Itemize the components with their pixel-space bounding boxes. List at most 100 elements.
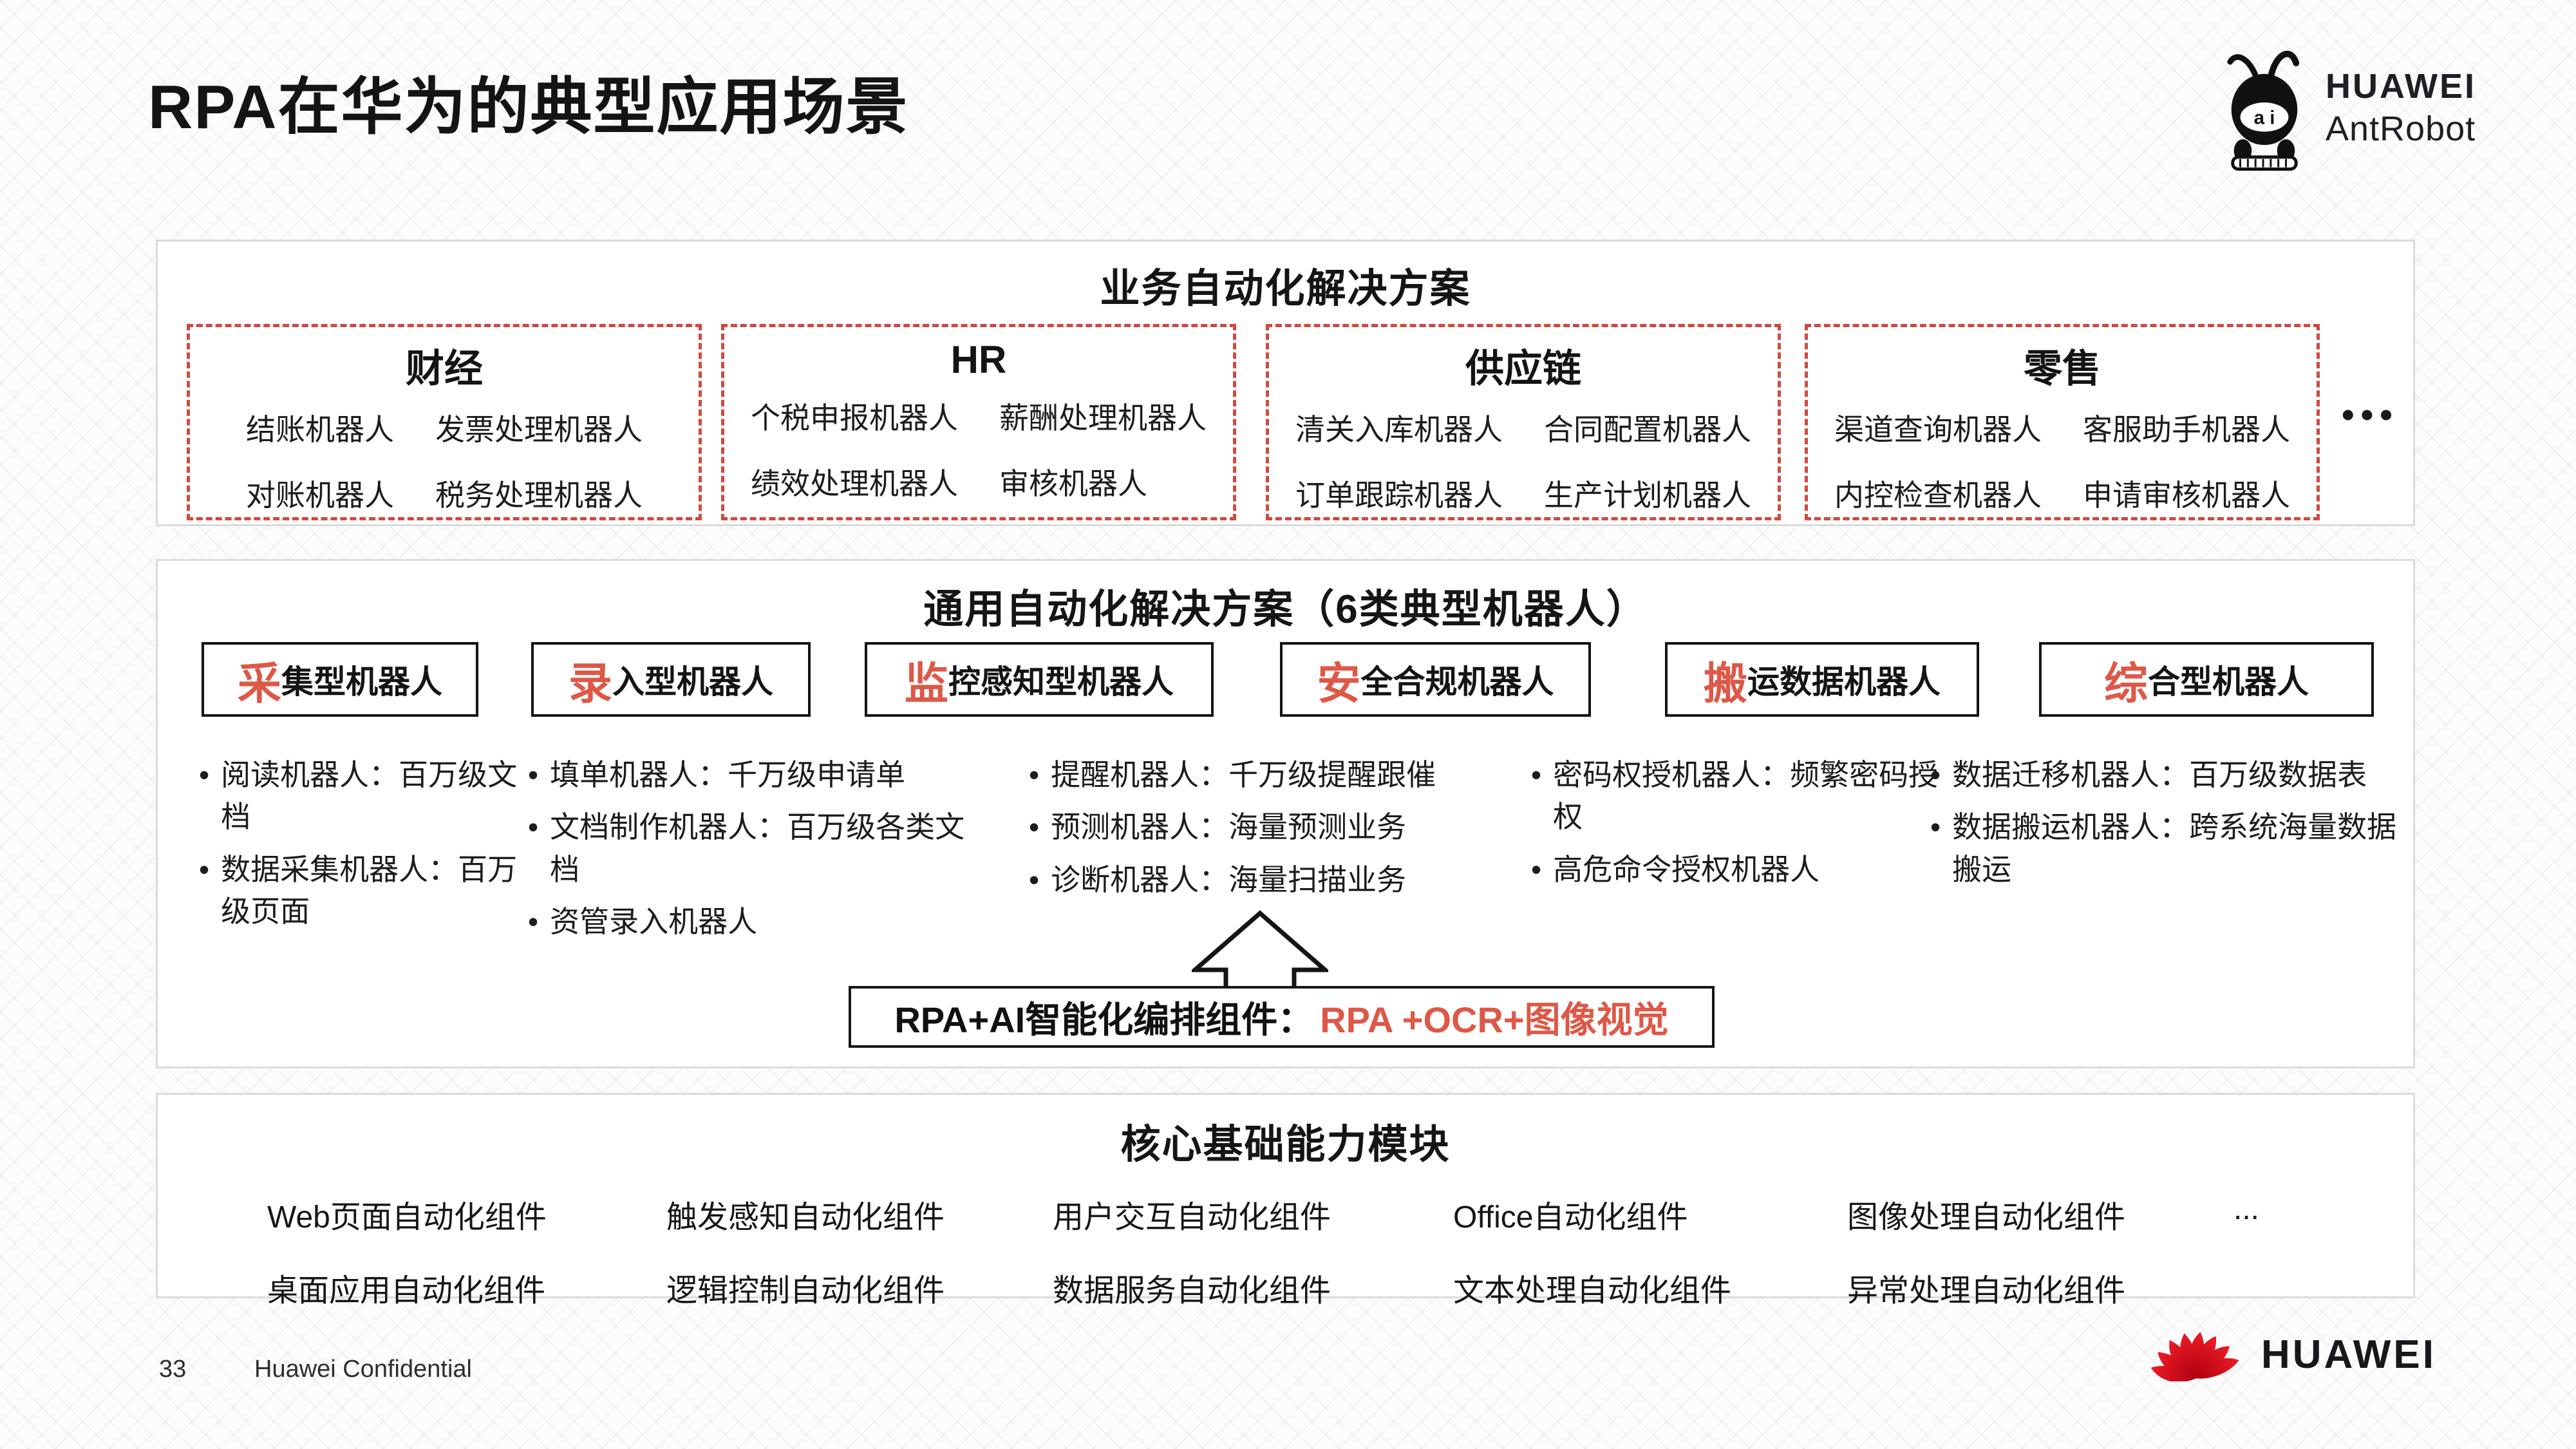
core-component: 数据服务自动化组件 xyxy=(1053,1274,1331,1308)
robot-item: 订单跟踪机器人 xyxy=(1295,478,1503,512)
core-ellipsis: ... xyxy=(2233,1192,2260,1226)
robot-item: 绩效处理机器人 xyxy=(751,467,958,500)
type-rest: 入型机器人 xyxy=(612,664,773,700)
core-section-title: 核心基础能力模块 xyxy=(1120,1122,1451,1167)
type-rest: 运数据机器人 xyxy=(1747,664,1941,700)
bullet-text: 数据采集机器人：百万级页面 xyxy=(221,852,518,928)
core-component: 图像处理自动化组件 xyxy=(1847,1200,2126,1235)
bullet-dot: • xyxy=(1029,810,1040,844)
bullet-dot: • xyxy=(1930,758,1941,791)
section-core-capabilities: 核心基础能力模块 Web页面自动化组件 触发感知自动化组件 用户交互自动化组件 … xyxy=(156,1093,2415,1308)
ant-robot-icon: a i xyxy=(2227,50,2300,171)
robot-item: 个税申报机器人 xyxy=(751,401,958,435)
core-component: 触发感知自动化组件 xyxy=(666,1200,945,1235)
more-ellipsis: ••• xyxy=(2342,394,2399,435)
type-first-char: 综 xyxy=(2103,659,2148,708)
robot-item: 合同配置机器人 xyxy=(1544,413,1751,446)
core-component: 异常处理自动化组件 xyxy=(1847,1274,2126,1308)
brand-huawei-text: HUAWEI xyxy=(2326,67,2476,106)
bullet-column-transfer: • 数据迁移机器人：百万级数据表 • 数据搬运机器人：跨系统海量数据搬运 xyxy=(1930,754,2400,901)
bullet-dot: • xyxy=(1029,758,1040,791)
business-box-title: 财经 xyxy=(406,347,483,390)
business-box-hr: HR 个税申报机器人 薪酬处理机器人 绩效处理机器人 审核机器人 xyxy=(721,324,1236,520)
bullet-dot: • xyxy=(199,852,210,886)
business-box-retail: 零售 渠道查询机器人 客服助手机器人 内控检查机器人 申请审核机器人 xyxy=(1805,324,2320,520)
type-first-char: 采 xyxy=(237,659,281,708)
huawei-logo: HUAWEI xyxy=(2148,1328,2436,1381)
business-box-title: 供应链 xyxy=(1465,347,1581,390)
type-box-collect: 采集型机器人 xyxy=(202,642,478,717)
rpa-ai-value: RPA +OCR+图像视觉 xyxy=(1320,999,1669,1040)
business-box-title: 零售 xyxy=(2024,347,2101,390)
core-component: 用户交互自动化组件 xyxy=(1053,1200,1331,1235)
type-first-char: 安 xyxy=(1317,659,1361,708)
bullet-text: 预测机器人：海量预测业务 xyxy=(1051,810,1407,844)
type-box-entry: 录入型机器人 xyxy=(531,642,811,717)
bullet-dot: • xyxy=(1029,862,1040,896)
type-rest: 控感知型机器人 xyxy=(948,664,1174,700)
business-box-title: HR xyxy=(950,338,1007,381)
bullet-text: 填单机器人：千万级申请单 xyxy=(550,758,906,791)
bullet-column-monitor: • 提醒机器人：千万级提醒跟催 • 预测机器人：海量预测业务 • 诊断机器人：海量扫描… xyxy=(1029,754,1518,911)
type-first-char: 录 xyxy=(568,659,612,708)
bullet-dot: • xyxy=(528,810,539,844)
type-rest: 全合规机器人 xyxy=(1360,664,1554,700)
bullet-dot: • xyxy=(199,758,210,791)
type-box-transfer: 搬运数据机器人 xyxy=(1665,642,1979,717)
robot-item: 客服助手机器人 xyxy=(2083,413,2290,446)
bullet-text: 数据迁移机器人：百万级数据表 xyxy=(1952,758,2367,791)
section-business-automation: 业务自动化解决方案 财经 结账机器人 发票处理机器人 对账机器人 税务处理机器人… xyxy=(156,240,2415,526)
robot-item: 渠道查询机器人 xyxy=(1834,413,2042,446)
bullet-text: 阅读机器人：百万级文档 xyxy=(221,758,518,834)
bullet-text: 诊断机器人：海量扫描业务 xyxy=(1051,862,1407,896)
bullet-dot: • xyxy=(1531,758,1542,791)
type-box-monitor: 监控感知型机器人 xyxy=(865,642,1214,717)
type-rest: 集型机器人 xyxy=(281,664,442,700)
robot-item: 申请审核机器人 xyxy=(2083,478,2290,512)
page-number: 33 xyxy=(159,1356,187,1383)
page-title: RPA在华为的典型应用场景 xyxy=(148,73,909,142)
bullet-text: 高危命令授权机器人 xyxy=(1553,852,1820,886)
robot-item: 薪酬处理机器人 xyxy=(999,401,1207,435)
business-box-finance: 财经 结账机器人 发票处理机器人 对账机器人 税务处理机器人 xyxy=(187,324,702,520)
type-first-char: 搬 xyxy=(1703,659,1747,708)
bullet-text: 文档制作机器人：百万级各类文档 xyxy=(550,810,965,886)
core-component: 桌面应用自动化组件 xyxy=(267,1274,546,1308)
brand-antrobot-text: AntRobot xyxy=(2326,109,2476,148)
robot-item: 结账机器人 xyxy=(246,413,394,446)
type-box-composite: 综合型机器人 xyxy=(2039,642,2374,717)
bullet-dot: • xyxy=(1930,810,1941,844)
bullet-dot: • xyxy=(1531,852,1542,886)
robot-item: 发票处理机器人 xyxy=(435,413,643,446)
rpa-ai-label: RPA+AI智能化编排组件： xyxy=(894,999,1314,1040)
bullet-column-entry: •填单机器人：千万级申请单 •文档制作机器人：百万级各类文档 •资管录入机器人 xyxy=(528,754,992,953)
confidential-label: Huawei Confidential xyxy=(254,1356,472,1383)
huawei-logo-text: HUAWEI xyxy=(2261,1332,2436,1377)
rpa-ai-component-box: RPA+AI智能化编排组件： RPA +OCR+图像视觉 xyxy=(849,986,1715,1048)
robot-item: 审核机器人 xyxy=(999,467,1147,500)
type-first-char: 监 xyxy=(904,659,948,708)
core-components-grid: Web页面自动化组件 触发感知自动化组件 用户交互自动化组件 Office自动化… xyxy=(267,1191,2375,1310)
bullet-dot: • xyxy=(528,904,539,938)
robot-item: 内控检查机器人 xyxy=(1834,478,2042,512)
general-section-title: 通用自动化解决方案（6类典型机器人） xyxy=(923,587,1648,632)
section-general-automation: 通用自动化解决方案（6类典型机器人） 采集型机器人 录入型机器人 监控感知型机器… xyxy=(156,559,2415,1068)
core-component: Web页面自动化组件 xyxy=(267,1200,547,1235)
type-box-security: 安全合规机器人 xyxy=(1280,642,1591,717)
core-component: 逻辑控制自动化组件 xyxy=(666,1274,945,1308)
bullet-text: 提醒机器人：千万级提醒跟催 xyxy=(1051,758,1436,791)
bullet-text: 密码权授机器人：频繁密码授权 xyxy=(1553,758,1939,834)
antrobot-brand: a i HUAWEI AntRobot xyxy=(2220,44,2476,171)
robot-item: 生产计划机器人 xyxy=(1544,478,1751,512)
robot-item: 对账机器人 xyxy=(246,478,394,512)
core-component: Office自动化组件 xyxy=(1453,1200,1688,1235)
bullet-dot: • xyxy=(528,758,539,791)
core-component: 文本处理自动化组件 xyxy=(1453,1274,1732,1308)
bullet-text: 数据搬运机器人：跨系统海量数据搬运 xyxy=(1952,810,2397,886)
bullet-column-security: •密码权授机器人：频繁密码授权 •高危命令授权机器人 xyxy=(1531,754,1956,901)
robot-item: 清关入库机器人 xyxy=(1295,413,1503,446)
business-box-supply-chain: 供应链 清关入库机器人 合同配置机器人 订单跟踪机器人 生产计划机器人 xyxy=(1266,324,1781,520)
type-rest: 合型机器人 xyxy=(2148,664,2309,700)
robot-item: 税务处理机器人 xyxy=(435,478,643,512)
robot-face-letters: a i xyxy=(2254,108,2275,129)
